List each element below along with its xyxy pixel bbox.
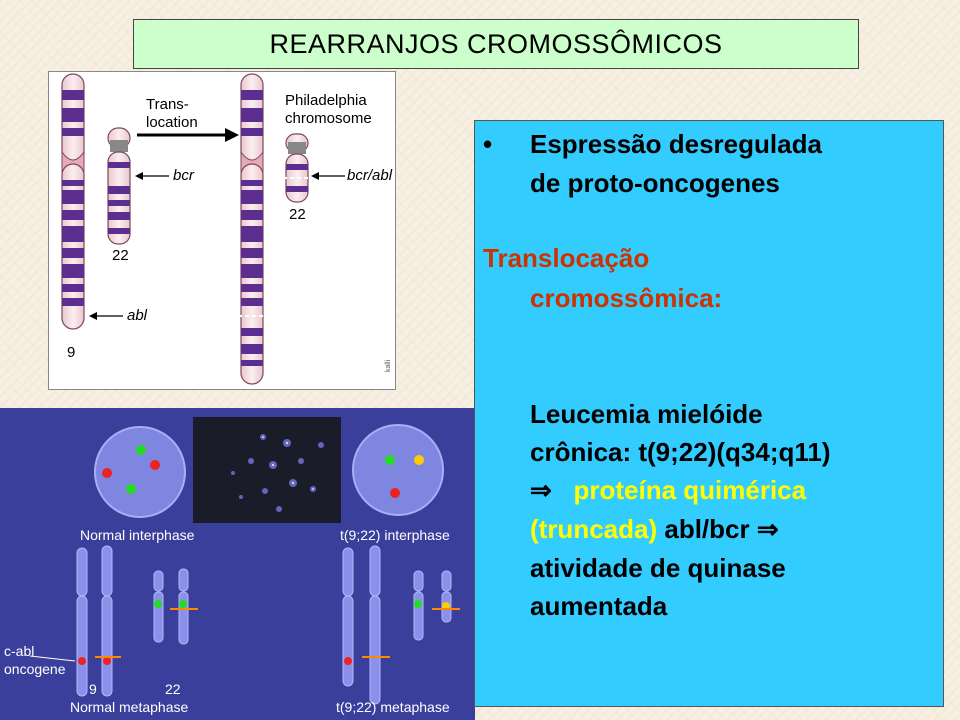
label-location: location (146, 114, 198, 131)
label-trans: Trans- (146, 96, 189, 113)
translocated-nucleus (352, 424, 444, 516)
label-chr22: 22 (112, 247, 129, 264)
implies-arrow-2: ⇒ (756, 514, 779, 544)
label-chr9: 9 (67, 344, 76, 361)
bullet-line-2: de proto-oncogenes (530, 168, 780, 198)
chromosome-9 (61, 73, 85, 330)
label-translocated-metaphase: t(9;22) metaphase (336, 699, 450, 715)
fish-diagram: Normal interphase t(9;22) interphase c-a… (0, 408, 475, 720)
heading-line-2: cromossômica: (530, 283, 723, 313)
label-bcr-abl: bcr/abl (347, 167, 393, 184)
paragraph-line-6: aumentada (530, 591, 668, 621)
label-translocated-interphase: t(9;22) interphase (340, 527, 450, 543)
label-oncogene: oncogene (4, 661, 66, 677)
content-textbox: • Espressão desregulada de proto-oncogen… (474, 120, 944, 707)
paragraph-line-4-yellow: (truncada) (530, 514, 658, 544)
label-chr22-metaphase: 22 (165, 681, 181, 697)
heading-line-1: Translocação (483, 243, 650, 273)
label-abl: abl (127, 307, 148, 324)
label-chromosome: chromosome (285, 110, 372, 127)
paragraph-line-1: Leucemia mielóide (530, 399, 763, 429)
fish-drawing (29, 424, 460, 705)
paragraph-line-3: proteína quimérica (573, 475, 807, 505)
philadelphia-chromosome (283, 133, 311, 203)
slide-title: REARRANJOS CROMOSSÔMICOS (133, 19, 859, 69)
fish-micrograph (193, 417, 341, 523)
label-philadelphia: Philadelphia (285, 92, 367, 109)
paragraph-line-5: atividade de quinase (530, 553, 786, 583)
label-bcr: bcr (173, 167, 194, 184)
figure-credit: kalli (385, 359, 392, 372)
bullet-line-1: Espressão desregulada (530, 129, 822, 159)
label-normal-metaphase: Normal metaphase (70, 699, 189, 715)
label-c-abl: c-abl (4, 643, 35, 659)
chromosome-drawing (61, 73, 345, 385)
normal-nucleus (94, 426, 186, 518)
chromosome-22 (107, 127, 131, 245)
label-chr22-derived: 22 (289, 206, 306, 223)
translocation-diagram: Trans- location Philadelphia chromosome … (48, 71, 396, 390)
paragraph-line-4: abl/bcr (664, 514, 750, 544)
paragraph-line-2: crônica: t(9;22)(q34;q11) (530, 437, 831, 467)
derived-chromosome-9 (238, 73, 266, 385)
bullet: • (483, 129, 493, 159)
label-chr9-metaphase: 9 (89, 681, 97, 697)
implies-arrow-1: ⇒ (530, 475, 552, 505)
label-normal-interphase: Normal interphase (80, 527, 195, 543)
